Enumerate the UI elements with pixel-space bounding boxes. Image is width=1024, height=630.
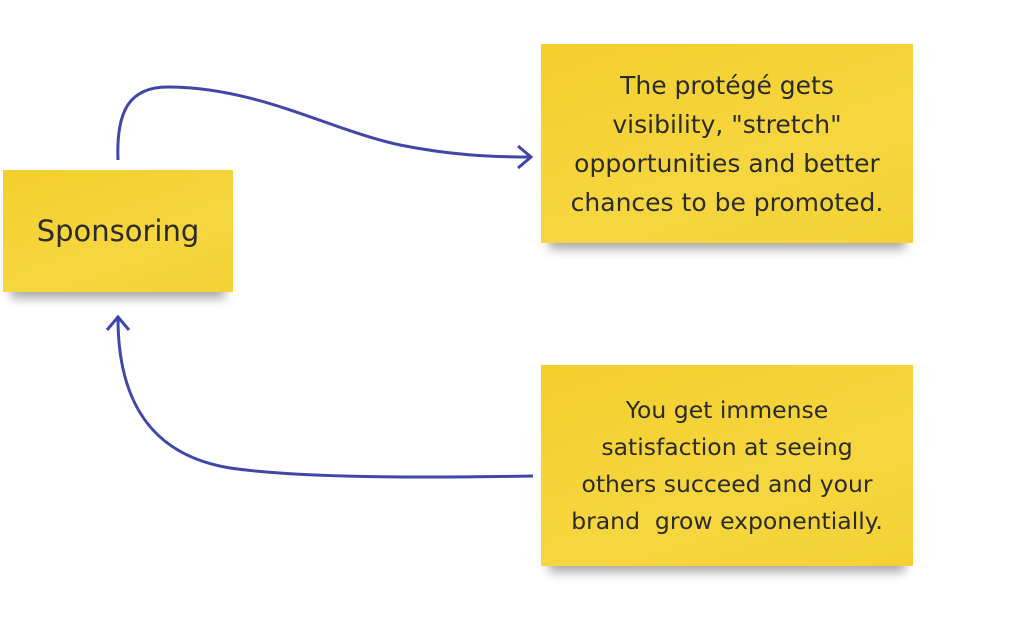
arrow-to-sponsoring xyxy=(116,317,534,479)
note-line: opportunities and better xyxy=(574,148,880,178)
note-line: brand grow exponentially. xyxy=(571,506,883,535)
note-line: The protégé gets xyxy=(620,70,834,100)
note-line: satisfaction at seeing xyxy=(601,432,853,461)
arrow-to-protege xyxy=(116,85,531,161)
protege-benefits-note: The protégé gets visibility, "stretch" o… xyxy=(541,44,913,243)
note-line: chances to be promoted. xyxy=(570,187,884,217)
note-line: You get immense xyxy=(625,395,829,424)
arrowhead-up-icon xyxy=(105,314,131,331)
sponsoring-note: Sponsoring xyxy=(3,170,233,292)
note-line: visibility, "stretch" xyxy=(612,109,842,139)
sponsor-benefits-note: You get immense satisfaction at seeing o… xyxy=(541,365,913,566)
arrowhead-right-icon xyxy=(517,144,534,170)
note-line: others succeed and your xyxy=(581,469,873,498)
note-text: Sponsoring xyxy=(36,214,200,248)
